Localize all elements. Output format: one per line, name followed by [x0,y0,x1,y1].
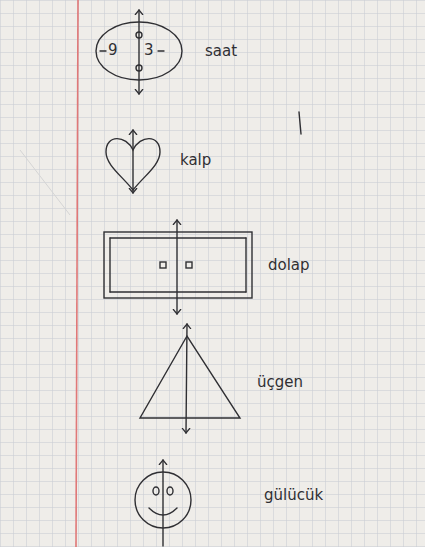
clock-face: 93 [95,21,183,81]
shape-name: gülücük [264,488,323,503]
shape-name: kalp [180,153,211,168]
shape-name: saat [205,44,237,59]
shape-name: dolap [268,258,310,273]
clock-number: 3 [144,43,154,58]
shape-name: üçgen [257,375,303,390]
clock-number: 9 [108,43,118,58]
